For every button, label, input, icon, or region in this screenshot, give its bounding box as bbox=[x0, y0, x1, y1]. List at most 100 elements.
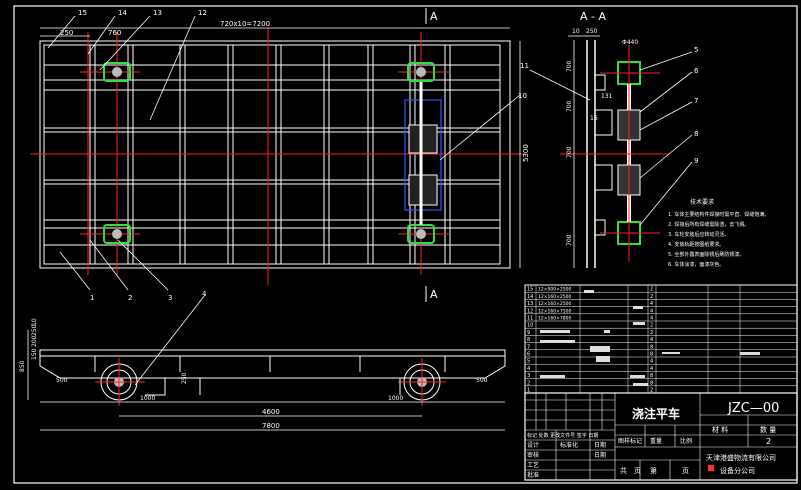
stage-label: 图样标记 bbox=[618, 437, 642, 445]
callout-4: 4 bbox=[202, 290, 207, 298]
dim-850: 850 bbox=[19, 360, 26, 372]
bom-item-number: 6 bbox=[527, 352, 530, 358]
tech-notes-heading: 技术要求 bbox=[690, 198, 714, 206]
drive-unit bbox=[404, 99, 442, 211]
dim-1000-right: 1000 bbox=[388, 395, 403, 402]
tech-note-6: 6. 车体涂漆，面漆灰色。 bbox=[668, 261, 724, 268]
material-label: 材 料 bbox=[712, 425, 728, 434]
dim-left-label: 250 bbox=[60, 29, 73, 37]
dim-500-left: 500 bbox=[56, 377, 68, 384]
drawing-number: JZC—00 bbox=[727, 401, 779, 416]
sheet-no-label: 第 bbox=[650, 466, 657, 475]
section-dim-440: Φ440 bbox=[622, 39, 638, 46]
callout-9: 9 bbox=[694, 157, 698, 165]
callout-10: 10 bbox=[518, 92, 527, 100]
bom-item-qty: 8 bbox=[650, 352, 653, 358]
callout-15: 15 bbox=[78, 9, 87, 17]
sheet-unit2: 页 bbox=[682, 467, 689, 475]
tech-note-2: 2. 焊接后所有焊缝需除渣，去飞溅。 bbox=[668, 221, 749, 228]
callout-14: 14 bbox=[118, 9, 127, 17]
title-block: 浇注平车 JZC—00 材 料 数 量 2 图样标记 重量 比例 天津港盛物流有… bbox=[524, 392, 798, 481]
bom-item-spec: 12×160×2500 bbox=[538, 294, 571, 300]
callout-8: 8 bbox=[694, 130, 698, 138]
dim-250-mid: 250 bbox=[181, 372, 188, 384]
bom-item-number: 5 bbox=[527, 359, 530, 365]
tech-note-4: 4. 安装轨距按图纸要求。 bbox=[668, 241, 724, 248]
callout-11: 11 bbox=[520, 62, 529, 70]
bom-item-number: 10 bbox=[527, 323, 533, 329]
plan-view: 720x10=7200 250 760 5300 A A 15 14 13 12… bbox=[30, 8, 530, 302]
tech-note-1: 1. 车体主要结构件焊接时需平直、焊缝饱满。 bbox=[668, 211, 769, 218]
bom-item-spec: 12×160×2500 bbox=[538, 301, 571, 307]
sign-approve: 批准 bbox=[527, 471, 539, 479]
callout-13: 13 bbox=[153, 9, 162, 17]
sign-date-2: 日期 bbox=[594, 451, 606, 459]
bom-item-spec: 12×160×7500 bbox=[538, 308, 571, 314]
callout-1: 1 bbox=[90, 294, 94, 302]
callout-12: 12 bbox=[198, 9, 207, 17]
bom-item-qty: 4 bbox=[650, 366, 653, 372]
dim-10: 10 bbox=[31, 318, 38, 326]
sheet-unit1: 页 bbox=[634, 467, 641, 475]
bom-item-number: 12 bbox=[527, 308, 533, 314]
dim-500-right: 500 bbox=[476, 377, 488, 384]
section-dim-700-a: 700 bbox=[566, 60, 573, 72]
bom-item-qty: 4 bbox=[650, 301, 653, 307]
bom-item-qty: 8 bbox=[650, 380, 653, 386]
bom-item-number: 4 bbox=[527, 366, 530, 372]
dim-7800: 7800 bbox=[262, 422, 280, 430]
bom-item-number: 7 bbox=[527, 344, 530, 350]
bom-item-number: 11 bbox=[527, 316, 533, 322]
bom-item-number: 14 bbox=[527, 294, 533, 300]
dim-4600: 4600 bbox=[262, 408, 280, 416]
bom-item-qty: 2 bbox=[650, 287, 653, 293]
wheel-icon bbox=[103, 62, 131, 82]
tech-note-5: 5. 全部外露表面除锈后刷防锈漆。 bbox=[668, 251, 744, 258]
wheel-icon bbox=[103, 224, 131, 244]
bom-item-qty: 4 bbox=[650, 337, 653, 343]
dim-top-label: 720x10=7200 bbox=[220, 20, 270, 28]
callout-3: 3 bbox=[168, 294, 172, 302]
sign-date-1: 日期 bbox=[594, 441, 606, 449]
red-marker bbox=[708, 465, 714, 471]
bom-item-number: 8 bbox=[527, 337, 530, 343]
callout-6: 6 bbox=[694, 67, 699, 75]
sign-process: 工艺 bbox=[527, 461, 539, 469]
company-name: 天津港盛物流有限公司 bbox=[706, 453, 776, 462]
section-title: A - A bbox=[580, 10, 606, 23]
dim-1000-left: 1000 bbox=[140, 395, 155, 402]
tech-notes: 技术要求 1. 车体主要结构件焊接时需平直、焊缝饱满。 2. 焊接后所有焊缝需除… bbox=[668, 198, 769, 268]
section-dim-700-b: 700 bbox=[566, 100, 573, 112]
section-dim-10: 10 bbox=[572, 28, 580, 35]
bom-item-spec: 12×160×7800 bbox=[538, 316, 571, 322]
dim-150: 150 bbox=[31, 348, 38, 360]
qty-label: 数 量 bbox=[760, 425, 776, 434]
tech-note-3: 3. 车轮安装后应转动灵活。 bbox=[668, 231, 729, 238]
dim-760-label: 760 bbox=[108, 29, 121, 37]
scale-label: 比例 bbox=[680, 437, 692, 445]
bom-item-qty: 8 bbox=[650, 373, 653, 379]
callout-2: 2 bbox=[128, 294, 132, 302]
sign-design: 设计 bbox=[527, 441, 539, 449]
section-dim-250: 250 bbox=[586, 28, 598, 35]
bom-rows bbox=[525, 291, 797, 387]
section-marker-top: A bbox=[430, 10, 438, 23]
section-view: A - A 10 250 Φ440 700 700 700 700 131 16 bbox=[520, 10, 699, 268]
department-name: 设备分公司 bbox=[720, 466, 755, 475]
bom-item-number: 9 bbox=[527, 330, 530, 336]
bom-item-qty: 4 bbox=[650, 316, 653, 322]
bom-item-qty: 2 bbox=[650, 388, 653, 394]
sign-standard: 标准化 bbox=[560, 441, 578, 449]
callout-7: 7 bbox=[694, 97, 698, 105]
sign-review: 审核 bbox=[527, 451, 539, 459]
bom-item-qty: 2 bbox=[650, 294, 653, 300]
bom-item-number: 13 bbox=[527, 301, 533, 307]
bom-item-qty: 8 bbox=[650, 344, 653, 350]
bom-item-qty: 2 bbox=[650, 330, 653, 336]
bom-item-number: 1 bbox=[527, 388, 530, 394]
section-dim-16: 16 bbox=[590, 115, 598, 122]
